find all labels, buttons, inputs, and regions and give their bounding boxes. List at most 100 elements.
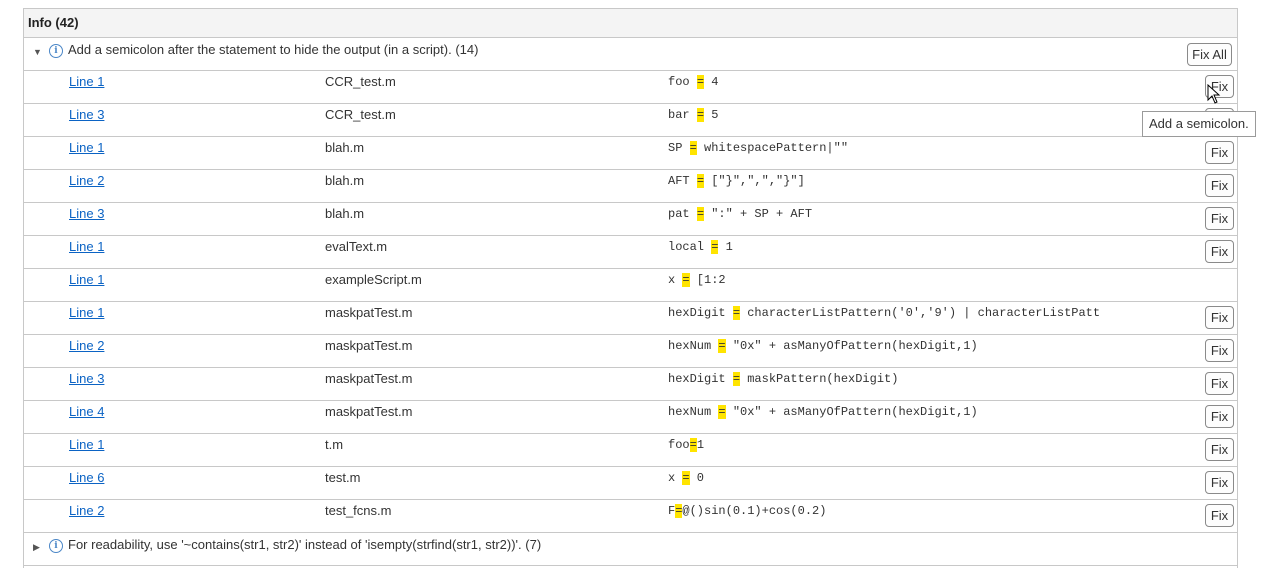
code-text: 5 [704, 108, 719, 122]
table-row: Line 1 evalText.m local = 1 Fix [24, 236, 1237, 269]
code-text: ["}",",","}"] [704, 174, 805, 188]
file-name: blah.m [325, 140, 365, 155]
highlighted-operator: = [689, 438, 697, 452]
fix-button[interactable]: Fix [1205, 504, 1234, 527]
fix-button[interactable]: Fix [1205, 339, 1234, 362]
code-text: "0x" + asManyOfPattern(hexDigit,1) [725, 339, 978, 353]
group-header-semicolon[interactable]: ▼ i Add a semicolon after the statement … [24, 38, 1237, 71]
file-name: CCR_test.m [325, 74, 396, 89]
code-text: 0 [689, 471, 705, 485]
code-snippet: local = 1 [668, 239, 733, 255]
triangle-down-icon[interactable]: ▼ [33, 47, 42, 57]
line-link[interactable]: Line 3 [69, 206, 105, 221]
line-link[interactable]: Line 1 [69, 305, 105, 320]
table-row: Line 3 maskpatTest.m hexDigit = maskPatter… [24, 368, 1237, 401]
code-text: hexDigit [668, 372, 733, 386]
file-name: CCR_test.m [325, 107, 396, 122]
line-link[interactable]: Line 1 [69, 272, 105, 287]
code-text: F [668, 504, 676, 518]
table-row: Line 1 t.m foo=1 Fix [24, 434, 1237, 467]
highlighted-operator: = [696, 75, 705, 89]
line-link[interactable]: Line 3 [69, 371, 105, 386]
highlighted-operator: = [689, 141, 697, 155]
table-row: Line 1 blah.m SP = whitespacePattern|"" Fix [24, 137, 1237, 170]
code-snippet: foo=1 [668, 437, 704, 453]
line-link[interactable]: Line 3 [69, 107, 105, 122]
line-link[interactable]: Line 2 [69, 503, 105, 518]
line-link[interactable]: Line 1 [69, 239, 105, 254]
line-link[interactable]: Line 2 [69, 173, 105, 188]
highlighted-operator: = [696, 174, 705, 188]
code-text: hexDigit [668, 306, 733, 320]
code-text: ":" + SP + AFT [704, 207, 813, 221]
code-snippet: hexDigit = characterListPattern('0','9')… [668, 305, 1100, 321]
code-text: foo [668, 438, 690, 452]
fix-button[interactable]: Fix [1205, 240, 1234, 263]
line-link[interactable]: Line 2 [69, 338, 105, 353]
code-text: whitespacePattern|"" [696, 141, 849, 155]
fix-tooltip: Add a semicolon. [1142, 111, 1256, 137]
fix-button[interactable]: Fix [1205, 306, 1234, 329]
highlighted-operator: = [732, 372, 741, 386]
panel-title: Info (42) [24, 9, 1237, 38]
file-name: t.m [325, 437, 344, 452]
code-snippet: bar = 5 [668, 107, 718, 123]
mouse-pointer-icon [1207, 84, 1221, 104]
code-text: "0x" + asManyOfPattern(hexDigit,1) [725, 405, 978, 419]
file-name: evalText.m [325, 239, 388, 254]
file-name: maskpatTest.m [325, 404, 413, 419]
code-text: hexNum [668, 405, 719, 419]
code-snippet: x = [1:2 [668, 272, 726, 288]
line-link[interactable]: Line 1 [69, 74, 105, 89]
code-snippet: F=@()sin(0.1)+cos(0.2) [668, 503, 826, 519]
group-message: For readability, use '~contains(str1, st… [68, 537, 542, 552]
code-text: pat [668, 207, 697, 221]
code-snippet: hexDigit = maskPattern(hexDigit) [668, 371, 898, 387]
highlighted-operator: = [675, 504, 683, 518]
fix-button[interactable]: Fix [1205, 174, 1234, 197]
code-text: [1:2 [689, 273, 726, 287]
line-link[interactable]: Line 1 [69, 437, 105, 452]
file-name: maskpatTest.m [325, 338, 413, 353]
fix-button[interactable]: Fix [1205, 405, 1234, 428]
fix-button[interactable]: Fix [1205, 141, 1234, 164]
file-name: blah.m [325, 173, 365, 188]
file-name: test.m [325, 470, 361, 485]
info-icon: i [49, 44, 63, 58]
code-text: maskPattern(hexDigit) [740, 372, 899, 386]
file-name: maskpatTest.m [325, 371, 413, 386]
group-header-readability[interactable]: ▶ i For readability, use '~contains(str1… [24, 533, 1237, 566]
code-text: SP [668, 141, 690, 155]
fix-all-button[interactable]: Fix All [1187, 43, 1232, 66]
highlighted-operator: = [718, 405, 726, 419]
line-link[interactable]: Line 6 [69, 470, 105, 485]
table-row: Line 2 blah.m AFT = ["}",",","}"] Fix [24, 170, 1237, 203]
code-snippet: pat = ":" + SP + AFT [668, 206, 812, 222]
code-text: bar [668, 108, 697, 122]
code-text: AFT [668, 174, 697, 188]
fix-button[interactable]: Fix [1205, 438, 1234, 461]
code-snippet: AFT = ["}",",","}"] [668, 173, 805, 189]
highlighted-operator: = [682, 273, 690, 287]
code-text: x [668, 273, 683, 287]
code-text: 1 [696, 438, 705, 452]
code-text: 1 [718, 240, 733, 254]
code-text: foo [668, 75, 697, 89]
line-link[interactable]: Line 1 [69, 140, 105, 155]
highlighted-operator: = [711, 240, 719, 254]
code-snippet: hexNum = "0x" + asManyOfPattern(hexDigit… [668, 404, 978, 420]
fix-button[interactable]: Fix [1205, 207, 1234, 230]
fix-button[interactable]: Fix [1205, 372, 1234, 395]
line-link[interactable]: Line 4 [69, 404, 105, 419]
info-panel: Info (42) ▼ i Add a semicolon after the … [23, 8, 1238, 568]
highlighted-operator: = [682, 471, 690, 485]
code-snippet: SP = whitespacePattern|"" [668, 140, 848, 156]
fix-button[interactable]: Fix [1205, 471, 1234, 494]
triangle-right-icon[interactable]: ▶ [33, 542, 40, 552]
